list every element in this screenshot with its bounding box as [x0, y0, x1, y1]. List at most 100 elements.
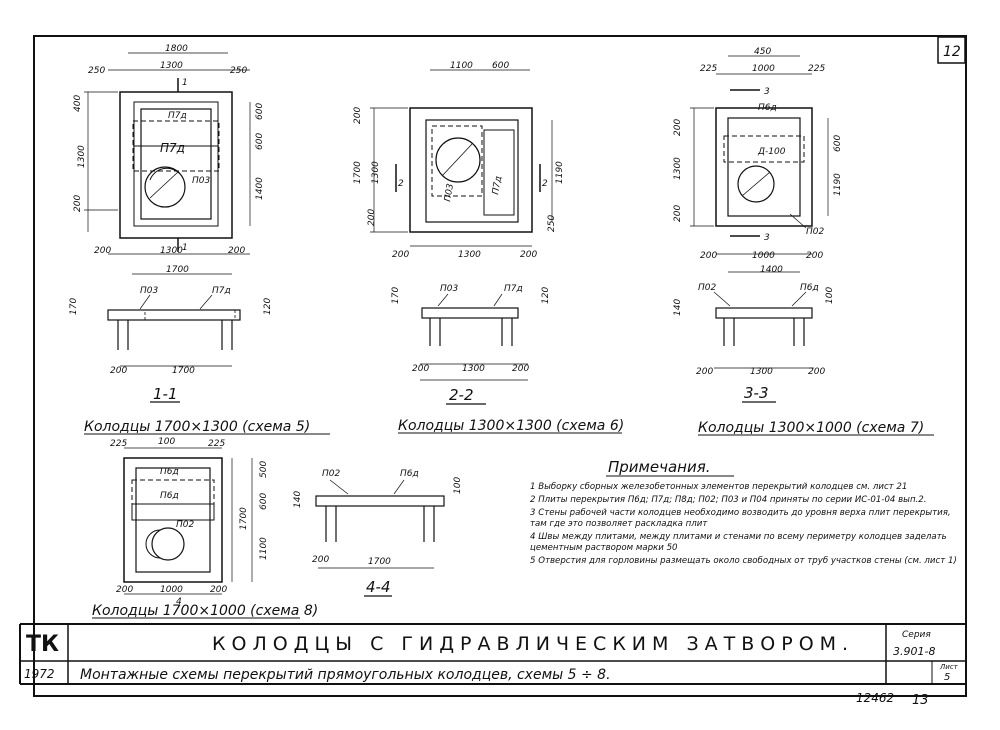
slab-s5-p03: П03: [192, 176, 210, 186]
caption-scheme-7: Колодцы 1300×1000 (схема 7): [698, 420, 924, 436]
sec2-slab-p03: П03: [440, 284, 458, 294]
note-item-2: 2 Плиты перекрытия П6д; П7д; П8д; П02; П…: [530, 495, 927, 505]
cut-s5-top: 1: [182, 78, 188, 88]
section-label-2-2: 2-2: [449, 386, 474, 404]
dim-s5-1800: 1800: [165, 44, 188, 54]
notes-heading: Примечания.: [608, 458, 711, 476]
scheme-7-plan: [690, 55, 829, 273]
sec2-dim-200b: 200: [512, 364, 529, 374]
dim-s6-200b: 200: [520, 250, 537, 260]
scheme-8-plan: [123, 447, 253, 595]
sec1-slab-p03: П03: [140, 286, 158, 296]
cut-s6-left: 2: [398, 179, 404, 189]
dim-s8-600: 600: [259, 493, 269, 510]
sec4-dim-1700: 1700: [368, 557, 391, 567]
dim-s6-1300: 1300: [458, 250, 481, 260]
dim-s6-600: 600: [492, 61, 509, 71]
dim-s8-500: 500: [259, 461, 269, 478]
section-label-1-1: 1-1: [153, 385, 178, 403]
dim-s8-1000: 1000: [160, 585, 183, 595]
dim-s7-200b: 200: [806, 251, 823, 261]
sec4-slab-p6: П6д: [400, 469, 419, 479]
slab-s7-p02: П02: [806, 227, 824, 237]
dim-s7-450: 450: [754, 47, 771, 57]
scheme-6-plan: [370, 69, 553, 247]
dim-s7-200l: 200: [673, 205, 683, 222]
dim-s7-1300: 1300: [673, 157, 683, 180]
dim-s8-225a: 225: [110, 439, 127, 449]
dim-s6-1100: 1100: [450, 61, 473, 71]
dim-s6-1700: 1700: [353, 161, 363, 184]
scheme-5-plan: [84, 52, 251, 275]
dim-s5-250b: 250: [230, 66, 247, 76]
sec4-dim-140: 140: [293, 491, 303, 508]
sec2-slab-p7: П7д: [504, 284, 523, 294]
dim-s8-200b: 200: [210, 585, 227, 595]
slab-s7-p6: П6д: [758, 103, 777, 113]
dim-s6-1190: 1190: [555, 161, 565, 184]
sec3-slab-p02: П02: [698, 283, 716, 293]
slab-s5-p7b: П7д: [160, 141, 185, 155]
cut-s7-top: 3: [764, 87, 770, 97]
slab-s8-p02: П02: [176, 520, 194, 530]
slab-s6-p03: П03: [443, 183, 456, 203]
dim-s8-1100: 1100: [259, 537, 269, 560]
cut-s8: 4: [176, 597, 182, 607]
section-label-3-3: 3-3: [744, 384, 769, 402]
section-3-3: [713, 291, 814, 403]
dim-s8-200a: 200: [116, 585, 133, 595]
dim-s5-600b: 600: [255, 133, 265, 150]
section-label-4-4: 4-4: [366, 578, 391, 596]
cut-s5-bottom: 1: [182, 243, 188, 253]
sec4-dim-100: 100: [453, 477, 463, 494]
slab-s8-p6b: П6д: [160, 491, 179, 501]
dim-s7-1190: 1190: [833, 173, 843, 196]
sec2-dim-170: 170: [391, 287, 401, 304]
section-1-1: [107, 294, 241, 403]
dim-s5-200b: 200: [228, 246, 245, 256]
sec3-dim-1300: 1300: [750, 367, 773, 377]
sec3-dim-200a: 200: [696, 367, 713, 377]
dim-s8-100: 100: [158, 437, 175, 447]
slab-s6-p7: П7д: [491, 175, 504, 195]
dim-s7-200a: 200: [700, 251, 717, 261]
dim-s5-1400: 1400: [255, 177, 265, 200]
caption-scheme-8: Колодцы 1700×1000 (схема 8): [92, 603, 318, 619]
section-4-4: [315, 479, 445, 597]
dim-s7-600: 600: [833, 135, 843, 152]
section-2-2: [420, 293, 528, 405]
dim-s5-200a: 200: [94, 246, 111, 256]
notes-list: 1 Выборку сборных железобетонных элемент…: [530, 482, 960, 567]
dim-s5-200l: 200: [73, 195, 83, 212]
sheet-number-box: [937, 36, 966, 64]
dim-s6-200a: 200: [392, 250, 409, 260]
sec2-dim-1300: 1300: [462, 364, 485, 374]
sec4-dim-200: 200: [312, 555, 329, 565]
dim-s5-400: 400: [73, 95, 83, 112]
sec3-dim-200b: 200: [808, 367, 825, 377]
dim-s8-225b: 225: [208, 439, 225, 449]
dim-s5-250a: 250: [88, 66, 105, 76]
dim-s5-1700: 1700: [166, 265, 189, 275]
sec2-dim-120: 120: [541, 287, 551, 304]
note-item-4: 4 Швы между плитами, между плитами и сте…: [530, 532, 947, 553]
dim-s6-200t: 200: [353, 107, 363, 124]
caption-scheme-6: Колодцы 1300×1300 (схема 6): [398, 418, 624, 434]
dim-s5-600a: 600: [255, 103, 265, 120]
sec1-dim-120: 120: [263, 298, 273, 315]
slab-s7-d100: Д-100: [757, 147, 786, 157]
dim-s7-225b: 225: [808, 64, 825, 74]
dim-s5-1300: 1300: [160, 61, 183, 71]
slab-s5-p7a: П7д: [168, 111, 187, 121]
sheet-number: 12: [943, 44, 961, 60]
sec3-dim-140: 140: [673, 299, 683, 316]
dim-s5-1300b: 1300: [160, 246, 183, 256]
sec1-dim-1700: 1700: [172, 366, 195, 376]
caption-scheme-5: Колодцы 1700×1300 (схема 5): [84, 419, 310, 435]
sec1-dim-200: 200: [110, 366, 127, 376]
note-item-3: 3 Стены рабочей части колодцев необходим…: [530, 508, 951, 529]
dim-s8-1700: 1700: [239, 507, 249, 530]
cut-s7-bottom: 3: [764, 233, 770, 243]
sec4-slab-p02: П02: [322, 469, 340, 479]
